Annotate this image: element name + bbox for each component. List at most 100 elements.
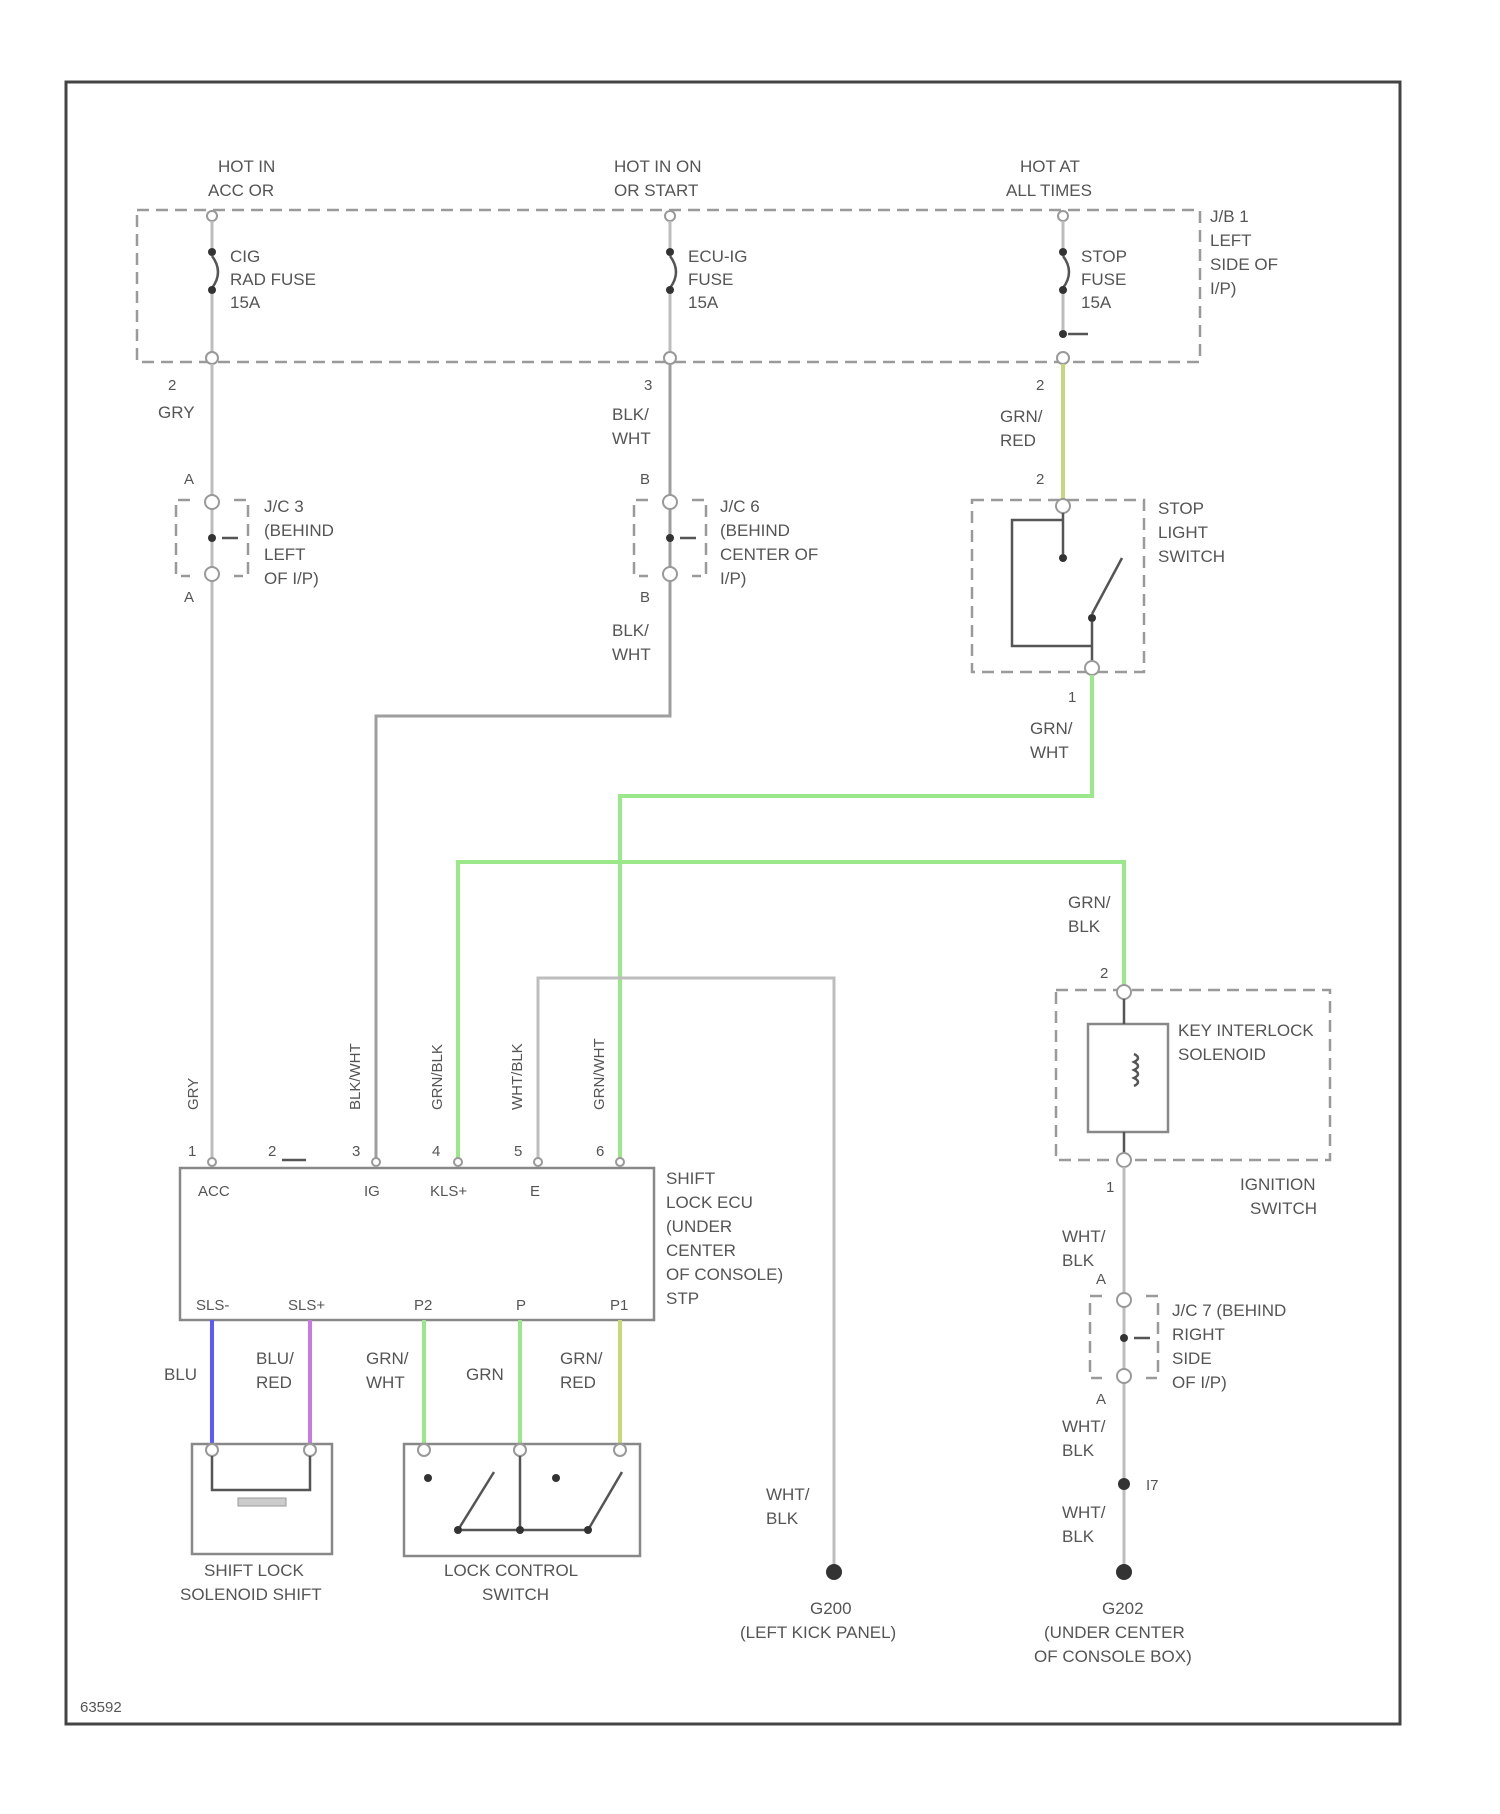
junction-block-label: J/B 1 LEFT SIDE OF I/P) bbox=[1210, 207, 1278, 298]
wire-label-wht-blk-g200: WHT/ BLK bbox=[766, 1485, 810, 1528]
svg-text:WHT: WHT bbox=[612, 645, 651, 664]
wire-label-blu: BLU bbox=[164, 1365, 197, 1384]
svg-text:LOCK CONTROL: LOCK CONTROL bbox=[444, 1561, 578, 1580]
svg-text:3: 3 bbox=[644, 377, 652, 394]
svg-text:J/C 7 (BEHIND: J/C 7 (BEHIND bbox=[1172, 1301, 1286, 1320]
svg-text:KEY INTERLOCK: KEY INTERLOCK bbox=[1178, 1021, 1314, 1040]
svg-text:RED: RED bbox=[256, 1373, 292, 1392]
svg-text:ECU-IG: ECU-IG bbox=[688, 247, 748, 266]
ecu-terminal-p1: P1 bbox=[610, 1297, 628, 1314]
svg-text:I/P): I/P) bbox=[720, 569, 746, 588]
shift-lock-solenoid: SHIFT LOCK SOLENOID SHIFT bbox=[180, 1444, 332, 1604]
svg-text:I7: I7 bbox=[1146, 1477, 1159, 1494]
fuse-cig: CIG RAD FUSE 15A 2 bbox=[168, 211, 316, 394]
svg-text:RIGHT: RIGHT bbox=[1172, 1325, 1225, 1344]
svg-text:SOLENOID: SOLENOID bbox=[1178, 1045, 1266, 1064]
svg-text:OF I/P): OF I/P) bbox=[1172, 1373, 1227, 1392]
svg-text:1: 1 bbox=[188, 1143, 196, 1160]
svg-text:LEFT: LEFT bbox=[264, 545, 306, 564]
wire-label-grn-blk: GRN/ BLK bbox=[1068, 893, 1111, 936]
svg-text:GRN/: GRN/ bbox=[366, 1349, 409, 1368]
svg-text:(LEFT KICK PANEL): (LEFT KICK PANEL) bbox=[740, 1623, 896, 1642]
svg-text:WHT/BLK: WHT/BLK bbox=[509, 1043, 526, 1110]
svg-text:CENTER OF: CENTER OF bbox=[720, 545, 818, 564]
svg-text:STOP: STOP bbox=[1081, 247, 1127, 266]
svg-text:ALL TIMES: ALL TIMES bbox=[1006, 181, 1092, 200]
svg-text:BLK: BLK bbox=[1068, 917, 1101, 936]
svg-text:LOCK ECU: LOCK ECU bbox=[666, 1193, 753, 1212]
svg-text:STOP: STOP bbox=[1158, 499, 1204, 518]
svg-text:IG: IG bbox=[364, 1183, 380, 1200]
svg-text:E: E bbox=[530, 1183, 540, 1200]
svg-text:IGNITION: IGNITION bbox=[1240, 1175, 1316, 1194]
svg-text:RAD FUSE: RAD FUSE bbox=[230, 270, 316, 289]
svg-text:SWITCH: SWITCH bbox=[1158, 547, 1225, 566]
svg-text:WHT/: WHT/ bbox=[766, 1485, 810, 1504]
svg-text:GRN/: GRN/ bbox=[1030, 719, 1073, 738]
svg-text:B: B bbox=[640, 471, 650, 488]
svg-text:A: A bbox=[184, 589, 194, 606]
shift-lock-ecu: SHIFT LOCK ECU (UNDER CENTER OF CONSOLE)… bbox=[180, 1168, 783, 1320]
svg-text:ACC: ACC bbox=[198, 1183, 230, 1200]
svg-text:WHT: WHT bbox=[366, 1373, 405, 1392]
ecu-pin-2: 2 bbox=[268, 1143, 306, 1160]
wire-label-wht-blk-ground-right: WHT/ BLK bbox=[1062, 1503, 1106, 1546]
svg-text:WHT: WHT bbox=[612, 429, 651, 448]
svg-text:BLK/: BLK/ bbox=[612, 405, 649, 424]
svg-text:(BEHIND: (BEHIND bbox=[720, 521, 790, 540]
svg-text:15A: 15A bbox=[1081, 293, 1112, 312]
wire-label-wht-blk-ks: WHT/ BLK bbox=[1062, 1227, 1106, 1270]
svg-text:BLU/: BLU/ bbox=[256, 1349, 294, 1368]
svg-text:GRY: GRY bbox=[185, 1078, 202, 1110]
svg-text:(UNDER CENTER: (UNDER CENTER bbox=[1044, 1623, 1185, 1642]
svg-text:BLK: BLK bbox=[1062, 1441, 1095, 1460]
svg-text:CIG: CIG bbox=[230, 247, 260, 266]
fuse-ecu-ig: ECU-IG FUSE 15A 3 bbox=[644, 211, 748, 394]
svg-text:I/P): I/P) bbox=[1210, 279, 1236, 298]
wire-label-grn-wht-stop: GRN/ WHT bbox=[1030, 719, 1073, 762]
ecu-terminal-sls-minus: SLS- bbox=[196, 1297, 229, 1314]
wire-blk-wht-ig bbox=[376, 364, 670, 1160]
wire-label-grn-red-upper: GRN/ RED bbox=[1000, 407, 1043, 450]
svg-text:J/C 6: J/C 6 bbox=[720, 497, 760, 516]
power-source-on: HOT IN ON OR START bbox=[614, 157, 702, 200]
ecu-terminal-p2: P2 bbox=[414, 1297, 432, 1314]
svg-text:RED: RED bbox=[560, 1373, 596, 1392]
wire-label-grn-red-p1: GRN/ RED bbox=[560, 1349, 603, 1392]
svg-text:GRN/: GRN/ bbox=[560, 1349, 603, 1368]
svg-text:STP: STP bbox=[666, 1289, 699, 1308]
wire-label-wht-blk-jc7: WHT/ BLK bbox=[1062, 1417, 1106, 1460]
svg-text:GRN/WHT: GRN/WHT bbox=[591, 1038, 608, 1110]
svg-text:HOT IN ON: HOT IN ON bbox=[614, 157, 702, 176]
svg-text:FUSE: FUSE bbox=[688, 270, 733, 289]
svg-text:HOT AT: HOT AT bbox=[1020, 157, 1080, 176]
svg-text:SHIFT LOCK: SHIFT LOCK bbox=[204, 1561, 304, 1580]
ecu-terminal-sls-plus: SLS+ bbox=[288, 1297, 325, 1314]
wire-grn-blk-kls bbox=[458, 862, 1124, 1160]
svg-text:OF CONSOLE): OF CONSOLE) bbox=[666, 1265, 783, 1284]
svg-text:WHT: WHT bbox=[1030, 743, 1069, 762]
ground-g200: G200 (LEFT KICK PANEL) bbox=[740, 1564, 896, 1642]
diagram-code: 63592 bbox=[80, 1699, 122, 1716]
wire-label-blk-wht-lower: BLK/ WHT bbox=[612, 621, 651, 664]
jc6-connector: B B J/C 6 (BEHIND CENTER OF I/P) bbox=[634, 471, 818, 606]
fuse-stop: STOP FUSE 15A 2 bbox=[1036, 211, 1127, 394]
wire-label-grn-p: GRN bbox=[466, 1365, 504, 1384]
svg-text:SWITCH: SWITCH bbox=[482, 1585, 549, 1604]
svg-text:(UNDER: (UNDER bbox=[666, 1217, 732, 1236]
svg-text:BLK: BLK bbox=[766, 1509, 799, 1528]
wire-label-grn-wht-p2: GRN/ WHT bbox=[366, 1349, 409, 1392]
wire-grn-wht-stop bbox=[620, 675, 1092, 1160]
svg-text:A: A bbox=[184, 471, 194, 488]
svg-text:WHT/: WHT/ bbox=[1062, 1503, 1106, 1522]
svg-text:2: 2 bbox=[1036, 471, 1044, 488]
svg-text:RED: RED bbox=[1000, 431, 1036, 450]
wire-label-blu-red: BLU/ RED bbox=[256, 1349, 294, 1392]
svg-text:BLK: BLK bbox=[1062, 1527, 1095, 1546]
svg-text:J/B 1: J/B 1 bbox=[1210, 207, 1249, 226]
svg-text:BLK/: BLK/ bbox=[612, 621, 649, 640]
svg-text:OR START: OR START bbox=[614, 181, 698, 200]
svg-text:3: 3 bbox=[352, 1143, 360, 1160]
svg-text:OF CONSOLE BOX): OF CONSOLE BOX) bbox=[1034, 1647, 1192, 1666]
